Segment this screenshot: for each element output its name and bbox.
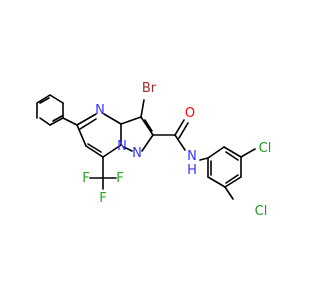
- ring-nitrogen-top-label: N: [95, 103, 105, 118]
- chlorine-top-label: Cl: [259, 141, 272, 156]
- oxygen-label: O: [185, 106, 195, 121]
- fluorine-mid-label: F: [99, 191, 106, 206]
- ring-nitrogen-bottom-left-label: N: [117, 139, 127, 154]
- molecule-svg: Br O N N N N H Cl Cl F F F: [36, 81, 271, 219]
- bonds: [36, 94, 256, 200]
- fluorine-right-label: F: [116, 171, 123, 186]
- amide-hydrogen-label: H: [187, 163, 197, 178]
- ring-nitrogen-bottom-right-label: N: [132, 146, 142, 161]
- molecule-structure-drawing: Br O N N N N H Cl Cl F F F: [36, 81, 271, 219]
- bromine-label: Br: [142, 81, 157, 96]
- atom-labels: Br O N N N N H Cl Cl F F F: [82, 81, 271, 219]
- amide-nitrogen-label: N: [187, 149, 197, 164]
- fluorine-left-label: F: [82, 171, 89, 186]
- chlorine-bottom-label: Cl: [255, 204, 268, 219]
